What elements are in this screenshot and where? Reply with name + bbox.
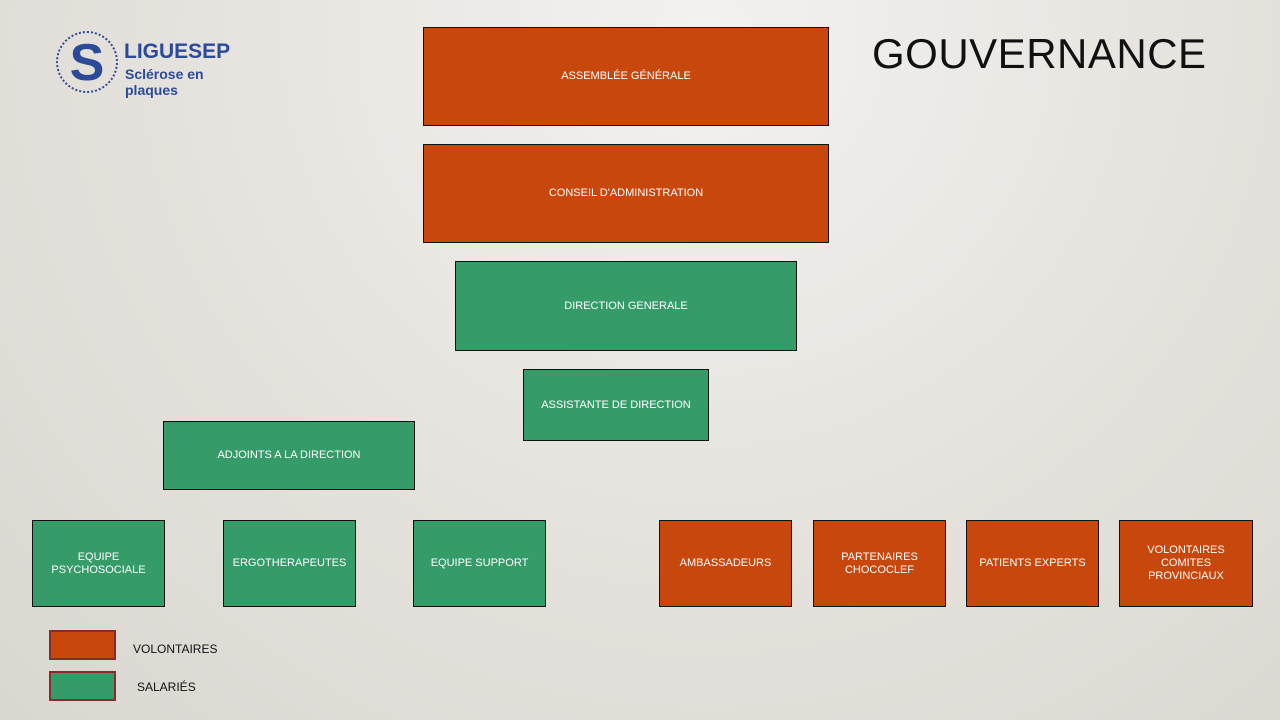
legend-swatch-salaries [49,671,116,701]
box-assistante-direction: ASSISTANTE DE DIRECTION [523,369,709,441]
box-assemblee-generale: ASSEMBLÉE GÉNÉRALE [423,27,829,126]
box-patients-experts: PATIENTS EXPERTS [966,520,1099,607]
box-ambassadeurs: AMBASSADEURS [659,520,792,607]
box-adjoints-direction: ADJOINTS A LA DIRECTION [163,421,415,490]
legend-label-salaries: SALARIÉS [137,680,196,694]
box-partenaires-chococlef: PARTENAIRES CHOCOCLEF [813,520,946,607]
logo-circle-icon [56,31,118,93]
box-volontaires-comites-provinciaux: VOLONTAIRES COMITES PROVINCIAUX [1119,520,1253,607]
legend-swatch-volontaires [49,630,116,660]
box-equipe-support: EQUIPE SUPPORT [413,520,546,607]
box-equipe-psychosociale: EQUIPE PSYCHOSOCIALE [32,520,165,607]
liguesep-logo: S LIGUESEP Sclérose en plaques [56,31,256,98]
page-title: GOUVERNANCE [872,30,1207,77]
box-ergotherapeutes: ERGOTHERAPEUTES [223,520,356,607]
logo-subtitle: Sclérose en plaques [125,66,204,98]
box-direction-generale: DIRECTION GENERALE [455,261,797,351]
legend-label-volontaires: VOLONTAIRES [133,642,218,656]
box-conseil-administration: CONSEIL D'ADMINISTRATION [423,144,829,243]
logo-mark: S [69,34,105,92]
logo-name: LIGUESEP [124,40,231,63]
